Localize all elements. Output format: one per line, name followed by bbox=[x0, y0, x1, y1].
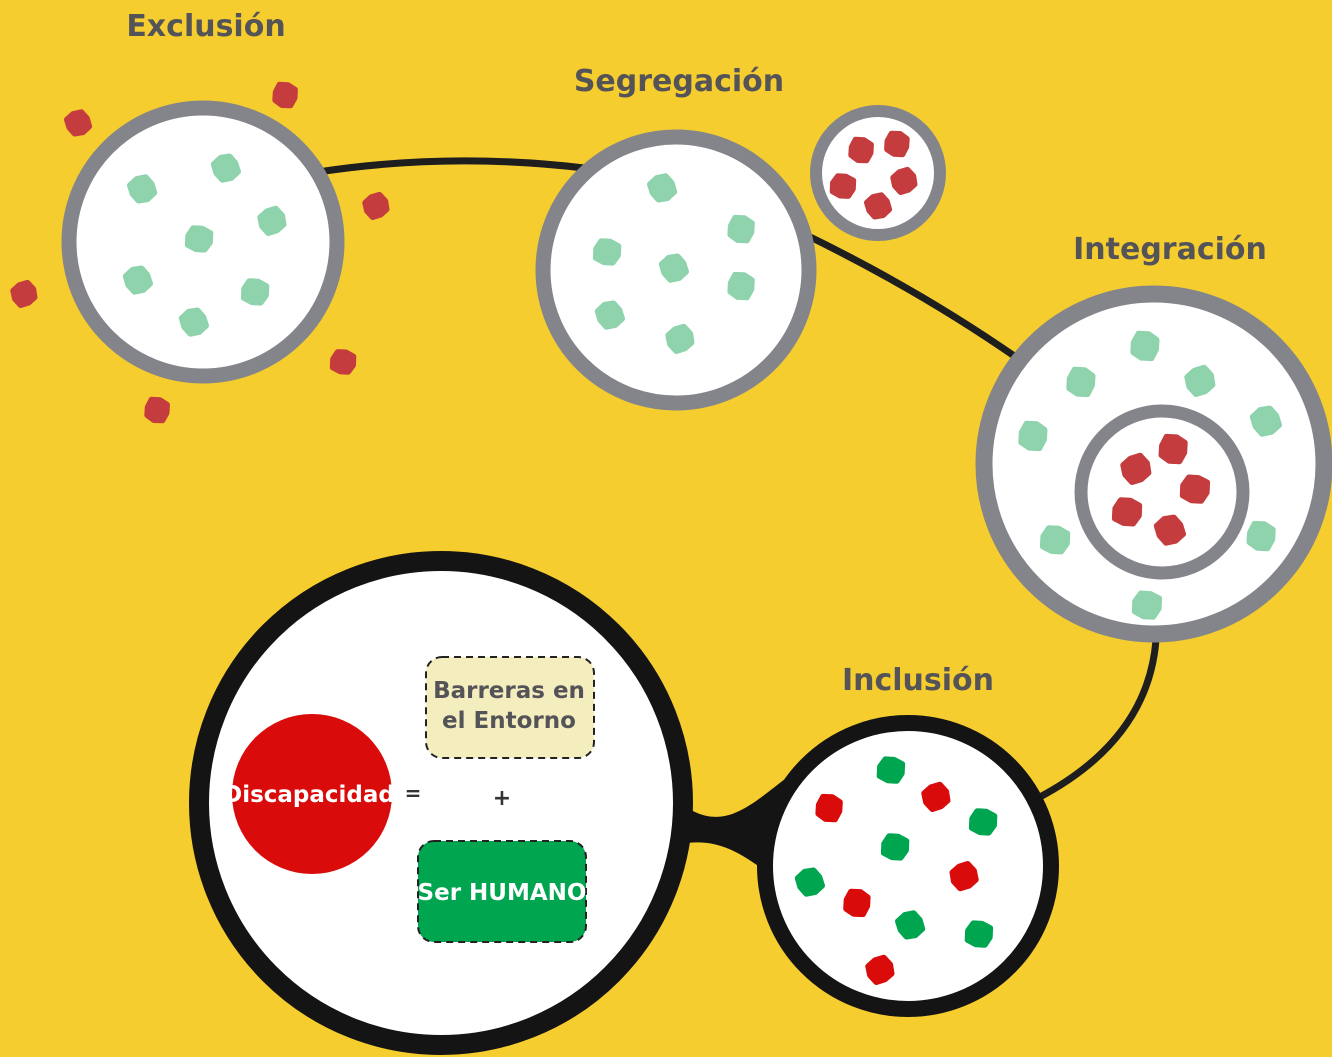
dot bbox=[1039, 525, 1071, 555]
barriers-line-1: Barreras en bbox=[433, 678, 585, 704]
dot bbox=[1066, 366, 1096, 398]
dot bbox=[727, 214, 755, 244]
dot bbox=[184, 225, 214, 253]
dot bbox=[1179, 474, 1211, 504]
dot bbox=[829, 173, 857, 199]
dot bbox=[949, 861, 979, 892]
dot bbox=[10, 279, 38, 308]
dot bbox=[658, 253, 689, 283]
segregation-small-dots bbox=[829, 130, 918, 220]
human-label: Ser HUMANO bbox=[418, 880, 587, 906]
connector-exclusion-segregation bbox=[314, 157, 588, 176]
exclusion-outer-dots bbox=[10, 81, 390, 424]
dot bbox=[1249, 405, 1282, 437]
dot bbox=[64, 109, 93, 137]
dot bbox=[890, 166, 918, 195]
equals-sign: = bbox=[405, 781, 422, 805]
dot bbox=[794, 867, 825, 897]
segregation-stage: Segregación bbox=[535, 64, 946, 411]
dot bbox=[1130, 330, 1160, 362]
connector-segregation-integration bbox=[796, 228, 1024, 364]
dot bbox=[1184, 364, 1216, 397]
dot bbox=[144, 396, 170, 424]
connector-lines bbox=[314, 157, 1160, 802]
dot bbox=[272, 81, 298, 109]
dot bbox=[880, 833, 910, 861]
segregation-title: Segregación bbox=[574, 64, 784, 99]
dot bbox=[815, 793, 843, 823]
integration-inner-dots bbox=[1111, 433, 1211, 546]
exclusion-inner-dots bbox=[122, 153, 287, 337]
barriers-line-2: el Entorno bbox=[442, 708, 576, 734]
dot bbox=[727, 271, 755, 301]
dot bbox=[240, 278, 270, 306]
integration-inner-circle bbox=[1074, 404, 1250, 580]
exclusion-stage: Exclusión bbox=[10, 9, 390, 424]
disability-label: Discapacidad bbox=[223, 782, 395, 808]
dot bbox=[865, 954, 895, 985]
dot bbox=[876, 756, 906, 784]
dot bbox=[257, 205, 287, 236]
dot bbox=[647, 173, 678, 203]
dot bbox=[964, 920, 994, 948]
dot bbox=[329, 349, 357, 375]
barriers-box bbox=[425, 656, 595, 759]
connector-integration-inclusion bbox=[1034, 636, 1160, 802]
dot bbox=[594, 300, 625, 330]
dot bbox=[968, 808, 998, 836]
inclusion-stage: Inclusión bbox=[757, 663, 1059, 1017]
dot bbox=[895, 910, 926, 940]
dot bbox=[864, 192, 893, 220]
dot bbox=[1246, 520, 1276, 552]
dot bbox=[210, 153, 241, 183]
human-box bbox=[417, 840, 587, 943]
dot bbox=[848, 136, 874, 164]
dot bbox=[1120, 452, 1152, 485]
inclusion-circle bbox=[757, 715, 1059, 1017]
inclusion-dots bbox=[794, 756, 998, 985]
dot bbox=[1111, 497, 1143, 527]
dot bbox=[665, 323, 695, 354]
inclusion-title: Inclusión bbox=[842, 663, 994, 698]
disability-circle bbox=[232, 714, 392, 874]
dot bbox=[362, 191, 390, 220]
dot bbox=[921, 781, 951, 812]
dot bbox=[592, 238, 622, 266]
integration-stage: Integración bbox=[975, 232, 1332, 643]
plus-sign: + bbox=[493, 786, 511, 811]
dot bbox=[127, 174, 158, 204]
magnifier: Discapacidad = Barreras en el Entorno + … bbox=[189, 551, 693, 1055]
dot bbox=[1018, 420, 1048, 452]
dot bbox=[122, 265, 153, 295]
dot bbox=[178, 307, 209, 337]
segregation-main-dots bbox=[592, 173, 755, 354]
dot bbox=[1153, 514, 1186, 546]
dot bbox=[1131, 590, 1163, 620]
integration-title: Integración bbox=[1073, 232, 1267, 267]
dot bbox=[1158, 433, 1188, 465]
dot bbox=[843, 888, 871, 918]
integration-outer-dots bbox=[1018, 330, 1282, 620]
dot bbox=[884, 130, 910, 158]
exclusion-title: Exclusión bbox=[126, 9, 285, 44]
